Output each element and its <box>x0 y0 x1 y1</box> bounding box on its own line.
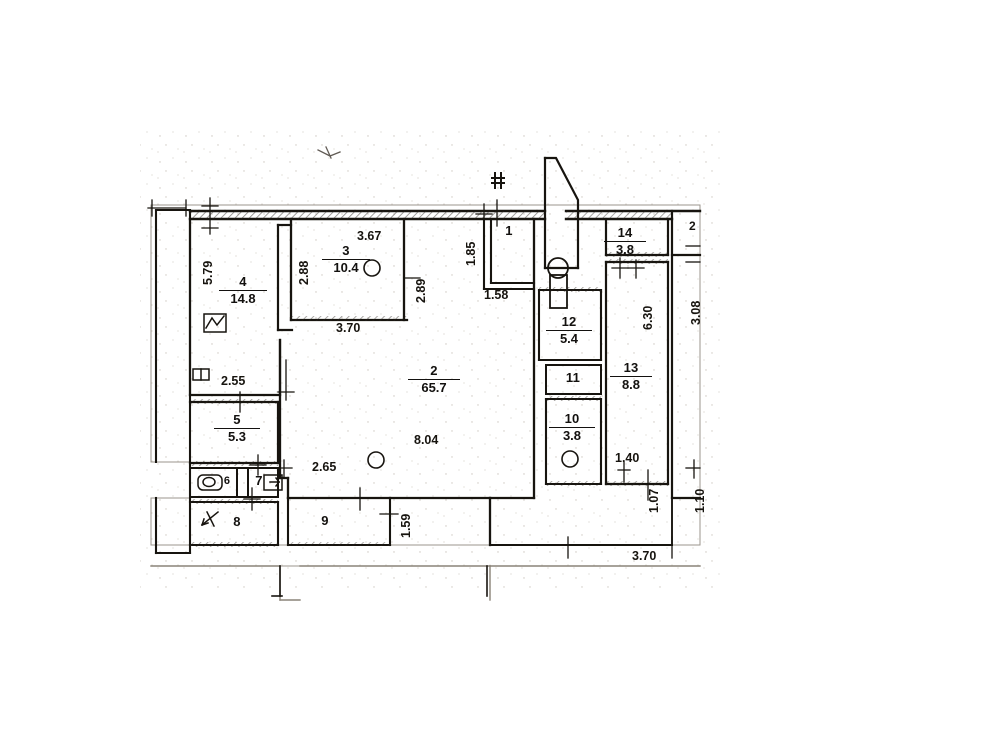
dimension-3-08: 3.08 <box>689 300 703 325</box>
room-label-4: 4 14.8 <box>219 275 267 305</box>
room-label-14: 14 3.8 <box>604 226 646 256</box>
dimension-2-55: 2.55 <box>221 374 246 388</box>
room-label-9: 9 <box>314 514 336 528</box>
room-label-8: 8 <box>226 515 248 529</box>
room-number: 9 <box>321 513 329 528</box>
room-area: 3.8 <box>549 426 595 443</box>
room-label-11: 11 <box>559 371 587 385</box>
room-label-2: 2 65.7 <box>408 364 460 394</box>
room-area: 3.8 <box>604 240 646 257</box>
room-label-13: 13 8.8 <box>610 361 652 391</box>
room-number: 10 <box>564 411 580 426</box>
dimension-1-40: 1.40 <box>615 451 640 465</box>
dimension-1-07: 1.07 <box>647 488 661 513</box>
room-number: 11 <box>565 370 581 385</box>
dimension-1-10: 1.10 <box>693 488 707 513</box>
dimension-3-70-top: 3.70 <box>336 321 361 335</box>
dimension-1-59: 1.59 <box>399 513 413 538</box>
room-area: 8.8 <box>610 375 652 392</box>
room-number: 2 <box>430 363 438 378</box>
room-area: 5.3 <box>214 427 260 444</box>
dimension-2-88: 2.88 <box>297 260 311 285</box>
dimension-6-30: 6.30 <box>641 305 655 330</box>
dimension-5-79: 5.79 <box>201 260 215 285</box>
room-label-3: 3 10.4 <box>322 244 370 274</box>
room-number: 8 <box>233 514 241 529</box>
room-area: 65.7 <box>408 378 460 395</box>
room-label-12: 12 5.4 <box>546 315 592 345</box>
dimension-3-70-bottom: 3.70 <box>632 549 657 563</box>
room-number: 6 <box>223 475 231 487</box>
room-label-7: 7 <box>248 474 270 488</box>
room-label-10: 10 3.8 <box>549 412 595 442</box>
room-number: 14 <box>617 225 633 240</box>
room-number: 1 <box>505 223 513 238</box>
room-area: 14.8 <box>219 289 267 306</box>
dimension-3-67: 3.67 <box>357 229 382 243</box>
dimension-1-85: 1.85 <box>464 241 478 266</box>
room-number: 7 <box>255 473 263 488</box>
room-number: 12 <box>561 314 577 329</box>
room-label-6: 6 <box>216 475 238 488</box>
dimension-8-04: 8.04 <box>414 433 439 447</box>
room-number: 4 <box>239 274 247 289</box>
dimension-1-58: 1.58 <box>484 288 509 302</box>
room-number: 3 <box>342 243 350 258</box>
room-area: 5.4 <box>546 329 592 346</box>
room-area: 10.4 <box>322 258 370 275</box>
room-label-5: 5 5.3 <box>214 413 260 443</box>
room-number: 5 <box>233 412 241 427</box>
room-label-1: 1 <box>487 224 531 238</box>
dimension-2-89: 2.89 <box>414 278 428 303</box>
marker-right-2: 2 <box>689 219 696 233</box>
dimension-2-65: 2.65 <box>312 460 337 474</box>
room-number: 13 <box>623 360 639 375</box>
